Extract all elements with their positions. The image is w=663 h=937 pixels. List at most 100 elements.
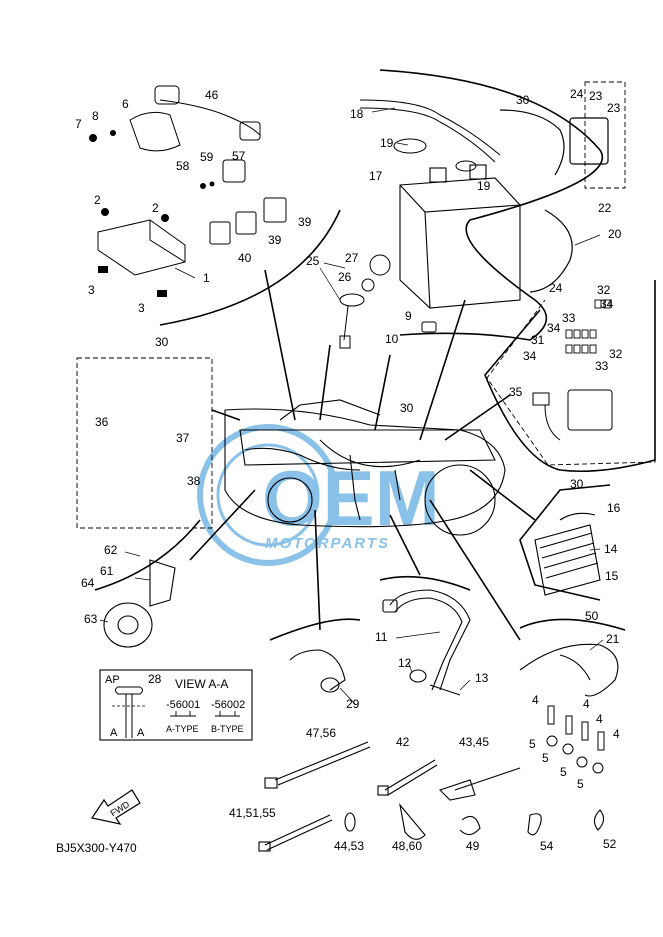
callout-5c: 5 (560, 765, 567, 779)
lower-harness (289, 589, 619, 697)
view-ap-label: AP (105, 674, 120, 686)
battery-band (359, 99, 501, 172)
view-type-b: B-TYPE (211, 724, 244, 734)
callout-26: 26 (338, 270, 352, 284)
inset-box-left (76, 357, 213, 529)
callout-4c: 4 (596, 712, 603, 726)
callout-63: 63 (84, 612, 98, 626)
view-a-left: A (110, 727, 118, 739)
callout-23a: 23 (589, 89, 603, 103)
callout-35: 35 (509, 385, 523, 399)
inset-box-fuses (486, 282, 656, 466)
callout-5d: 5 (577, 777, 584, 791)
callout-38: 38 (187, 474, 201, 488)
callout-24a: 24 (570, 87, 584, 101)
callout-42: 42 (396, 735, 410, 749)
callout-39a: 39 (298, 215, 312, 229)
callout-ticks (99, 107, 604, 705)
plugs (546, 705, 605, 774)
fwd-arrow: FWD (91, 789, 141, 825)
watermark-sub: MOTORPARTS (265, 535, 390, 552)
callout-7: 7 (75, 117, 82, 131)
callout-40: 40 (238, 251, 252, 265)
callout-39b: 39 (268, 233, 282, 247)
callout-34a: 34 (600, 297, 614, 311)
callout-30a: 30 (155, 335, 169, 349)
callout-1: 1 (203, 271, 210, 285)
callout-3b: 3 (138, 301, 145, 315)
callout-62: 62 (104, 543, 118, 557)
rectifier-regulator (534, 512, 601, 596)
callout-19b: 19 (477, 179, 491, 193)
view-a-right: A (137, 727, 145, 739)
relays-top (209, 159, 287, 245)
callout-5b: 5 (542, 751, 549, 765)
callout-11: 11 (375, 630, 388, 644)
callout-33b: 33 (595, 359, 609, 373)
diagram-code: BJ5X300-Y470 (56, 841, 137, 855)
callout-50: 50 (585, 609, 599, 623)
callout-2a: 2 (94, 193, 101, 207)
callout-59: 59 (200, 150, 214, 164)
view-aa-label: VIEW A-A (175, 677, 228, 691)
callout-4a: 4 (532, 693, 539, 707)
callout-12: 12 (398, 656, 412, 670)
callout-64: 64 (81, 576, 95, 590)
callout-41-51-55: 41,51,55 (229, 806, 276, 820)
callout-23b: 23 (607, 101, 621, 115)
battery-cables (499, 109, 609, 293)
callout-9: 9 (405, 309, 412, 323)
callout-22: 22 (598, 201, 612, 215)
callout-6: 6 (122, 97, 129, 111)
horn (103, 559, 176, 648)
callout-27: 27 (345, 251, 359, 265)
ecu (97, 219, 186, 276)
inset-box-relay (584, 81, 626, 189)
callout-49: 49 (466, 839, 480, 853)
callout-19a: 19 (380, 136, 394, 150)
callout-20: 20 (608, 227, 622, 241)
vehicle-frame (224, 399, 506, 536)
view-code-a: -56001 (166, 699, 200, 711)
leader-lines (189, 269, 536, 641)
callout-32a: 32 (597, 283, 611, 297)
callout-24b: 24 (549, 281, 563, 295)
callout-61: 61 (100, 564, 114, 578)
callout-5a: 5 (529, 737, 536, 751)
callout-15: 15 (605, 569, 619, 583)
battery (399, 164, 521, 309)
clamps (344, 803, 605, 840)
callout-16: 16 (607, 501, 621, 515)
callout-48-60: 48,60 (392, 839, 422, 853)
view-aa-box: AP VIEW A-A -56001 -56002 A-TYPE B-TYPE … (99, 669, 253, 741)
bolts-top-left (89, 130, 215, 297)
callout-4d: 4 (613, 727, 620, 741)
callout-32b: 32 (609, 347, 623, 361)
callout-36: 36 (95, 415, 109, 429)
callout-44-53: 44,53 (334, 839, 364, 853)
ignition-coil (129, 85, 261, 152)
callouts: 1 2 2 3 3 4 4 4 4 5 5 5 5 6 7 8 9 10 11 … (75, 87, 623, 853)
callout-17: 17 (369, 169, 383, 183)
callout-29: 29 (346, 697, 360, 711)
callout-18: 18 (350, 107, 364, 121)
callout-4b: 4 (583, 697, 590, 711)
callout-47-56: 47,56 (306, 726, 336, 740)
callout-43-45: 43,45 (459, 735, 489, 749)
callout-30c: 30 (400, 401, 414, 415)
callout-25: 25 (306, 254, 320, 268)
view-code-b: -56002 (211, 699, 245, 711)
callout-54: 54 (540, 839, 554, 853)
fuse-block (532, 389, 613, 441)
callout-2b: 2 (152, 201, 159, 215)
callout-3a: 3 (88, 283, 95, 297)
callout-34c: 34 (523, 349, 537, 363)
callout-10: 10 (385, 332, 399, 346)
callout-46: 46 (205, 88, 219, 102)
group-separators (94, 69, 656, 641)
callout-57: 57 (232, 149, 246, 163)
callout-52: 52 (603, 837, 617, 851)
callout-14: 14 (604, 542, 618, 556)
callout-37: 37 (176, 431, 190, 445)
